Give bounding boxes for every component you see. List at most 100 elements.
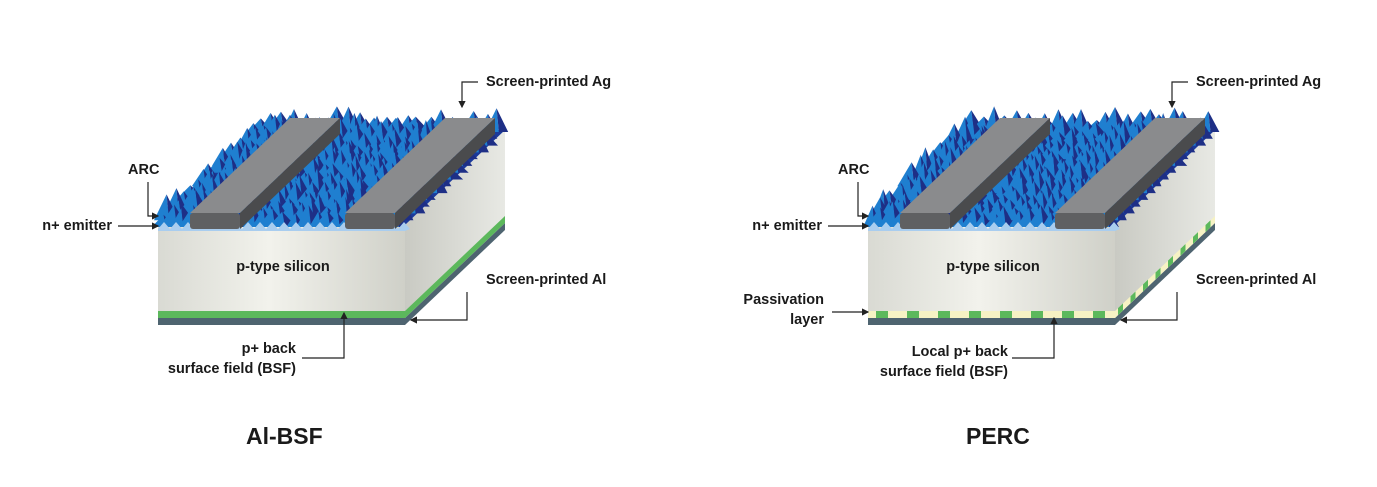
title-al-bsf: Al-BSF — [246, 423, 323, 449]
pyramid — [159, 204, 177, 227]
pyramid — [243, 127, 258, 146]
pyramid — [954, 123, 966, 146]
label-arc: ARC — [128, 162, 160, 178]
local-bsf-contact — [907, 311, 919, 318]
title-perc: PERC — [966, 423, 1030, 449]
local-bsf-contact — [1062, 311, 1074, 318]
back-contact — [158, 318, 405, 325]
pyramid — [1027, 204, 1044, 227]
pyramid — [1049, 115, 1066, 139]
silver-finger-top — [900, 118, 1050, 213]
pyramid — [1038, 169, 1049, 194]
local-bsf-contact — [969, 311, 981, 318]
pyramid — [1041, 211, 1053, 227]
silver-finger-front — [900, 213, 950, 229]
label-screen-printed-ag: Screen-printed Ag — [486, 74, 612, 90]
pyramid — [325, 181, 343, 207]
pyramid — [1003, 188, 1018, 207]
label-p-type-silicon: p-type silicon — [946, 259, 1040, 275]
leader-line — [857, 182, 870, 220]
leader-line — [409, 292, 468, 324]
pyramid — [366, 121, 384, 146]
pyramid — [340, 118, 352, 139]
side-rear-layer — [1115, 216, 1215, 318]
pyramid — [258, 207, 276, 227]
side-local-bsf — [1143, 279, 1148, 292]
pyramid — [991, 205, 1006, 227]
side-face — [405, 130, 505, 318]
silver-finger-front — [190, 213, 240, 229]
front-face-silicon — [868, 225, 1115, 318]
local-bsf-contact — [876, 311, 888, 318]
pyramid — [1081, 122, 1099, 139]
side-local-bsf — [1118, 303, 1123, 316]
leader-line — [1119, 292, 1178, 324]
pyramid — [337, 162, 354, 187]
pyramid — [1123, 120, 1134, 146]
silver-finger-front — [345, 213, 395, 229]
pyramid — [317, 167, 328, 194]
al-bsf-cell — [151, 106, 509, 325]
label-local-bsf-line2: surface field (BSF) — [879, 364, 1008, 380]
label-n-emitter: n+ emitter — [42, 218, 112, 234]
label-screen-printed-al: Screen-printed Al — [1196, 272, 1317, 288]
label-bsf-line1: p+ back — [241, 341, 296, 357]
pyramid — [1101, 107, 1118, 132]
pyramid — [373, 135, 392, 160]
side-local-bsf — [1130, 291, 1136, 304]
back-contact — [868, 318, 1115, 325]
pyramid — [496, 108, 509, 132]
side-face — [1115, 130, 1215, 318]
pyramid — [282, 181, 299, 207]
pyramid — [965, 121, 975, 146]
leader-line — [458, 81, 478, 109]
pyramid — [308, 205, 322, 227]
pyramid — [313, 211, 331, 227]
silver-finger-top — [1055, 118, 1205, 213]
perc-cell — [863, 106, 1220, 325]
local-bsf-contact — [938, 311, 950, 318]
label-arc: ARC — [838, 162, 870, 178]
silver-finger-side — [950, 118, 1050, 229]
silver-finger-side — [395, 118, 495, 229]
pyramid — [326, 212, 340, 227]
silver-finger-top — [345, 118, 495, 213]
pyramid — [170, 207, 184, 227]
pyramid — [286, 212, 298, 227]
label-screen-printed-al: Screen-printed Al — [486, 272, 607, 288]
label-passivation-line1: Passivation — [743, 292, 824, 308]
side-local-bsf — [1193, 232, 1198, 244]
side-back-contact — [405, 223, 505, 325]
silver-finger-side — [1105, 118, 1205, 229]
pyramid — [878, 201, 896, 227]
silver-finger-side — [240, 118, 340, 229]
leader-line — [302, 311, 348, 359]
pyramid — [866, 207, 883, 227]
side-back-contact — [1115, 223, 1215, 325]
leader-line — [147, 182, 160, 220]
pyramid — [956, 121, 968, 146]
label-passivation-line2: layer — [790, 312, 824, 328]
local-bsf-contact — [1000, 311, 1012, 318]
pyramid — [1016, 207, 1032, 227]
pyramid — [1042, 192, 1054, 214]
local-bsf-contact — [1031, 311, 1043, 318]
pyramid — [983, 212, 994, 227]
label-local-bsf-line1: Local p+ back — [911, 344, 1008, 360]
pyramid — [352, 132, 367, 153]
silver-finger-top — [190, 118, 340, 213]
pyramid — [350, 139, 360, 153]
pyramid — [282, 211, 297, 227]
rear-layer — [158, 311, 405, 318]
pyramid — [960, 207, 978, 227]
pyramid — [219, 158, 235, 180]
side-local-bsf — [1168, 255, 1173, 268]
leader-line — [1012, 316, 1058, 359]
pyramid — [1052, 142, 1069, 160]
leader-lines — [118, 81, 1188, 359]
pyramid — [222, 141, 241, 166]
rear-layer — [868, 311, 1115, 318]
label-n-emitter: n+ emitter — [752, 218, 822, 234]
pyramid — [1208, 111, 1220, 132]
